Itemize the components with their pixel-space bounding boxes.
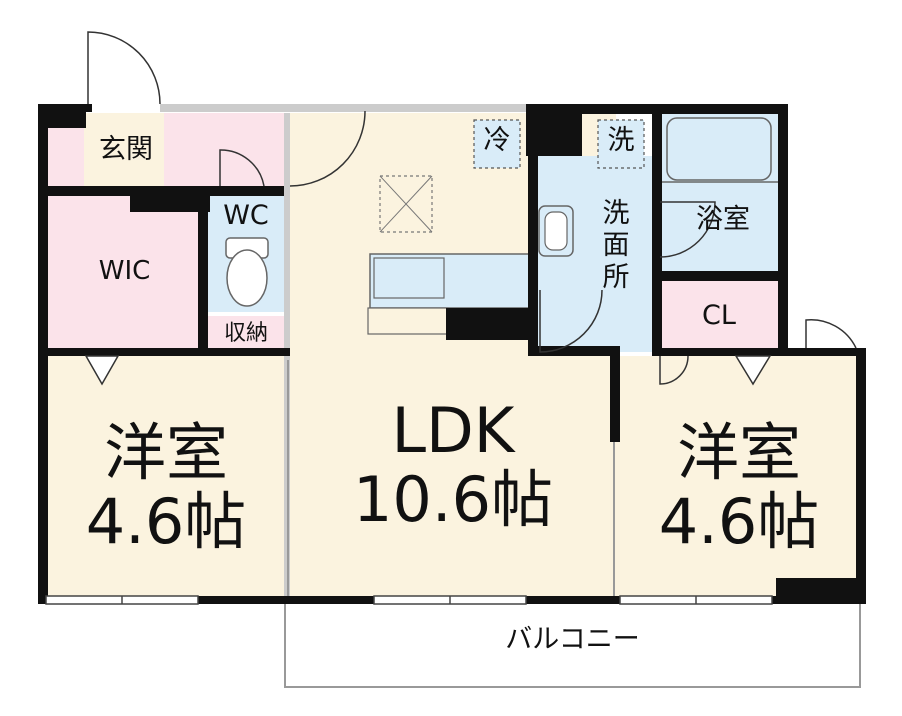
genkan-floor-step bbox=[84, 113, 164, 186]
wic-floor bbox=[46, 196, 203, 348]
sliding-partitions bbox=[287, 360, 615, 596]
wic-label: WIC bbox=[98, 256, 151, 286]
kitchen-sink bbox=[373, 257, 445, 299]
fridge-box bbox=[473, 119, 521, 169]
range-hood bbox=[379, 175, 433, 233]
bathtub bbox=[666, 117, 772, 181]
windows bbox=[45, 595, 773, 605]
closet-door-triangles bbox=[84, 355, 772, 386]
range-hood-x2 bbox=[379, 175, 433, 233]
bath-label: 浴室 bbox=[696, 204, 750, 235]
balcony bbox=[284, 602, 861, 688]
storage-label: 収納 bbox=[223, 321, 268, 346]
closet-floor bbox=[660, 280, 778, 352]
washroom-label: 洗 面 所 bbox=[602, 198, 630, 293]
genkan-label: 玄関 bbox=[99, 134, 153, 165]
toilet-bowl bbox=[226, 249, 268, 307]
western-left-floor bbox=[46, 356, 286, 603]
doors bbox=[87, 31, 857, 385]
kitchen-cabinet bbox=[367, 307, 449, 335]
washbasin-bowl bbox=[544, 211, 568, 251]
wc-label: WC bbox=[223, 200, 269, 231]
ldk-label: LDK 10.6帖 bbox=[352, 394, 554, 537]
balcony-label: バルコニー bbox=[505, 624, 640, 655]
western-right-label: 洋室 4.6帖 bbox=[658, 416, 820, 559]
western-right-floor bbox=[616, 356, 862, 603]
fridge-label: 冷 bbox=[483, 125, 511, 156]
closet-label: CL bbox=[702, 300, 736, 331]
window-mullions bbox=[121, 596, 697, 604]
washer-box bbox=[597, 119, 645, 169]
western-left-label: 洋室 4.6帖 bbox=[85, 416, 247, 559]
washer-label: 洗 bbox=[607, 125, 635, 156]
storage-floor bbox=[208, 316, 284, 352]
